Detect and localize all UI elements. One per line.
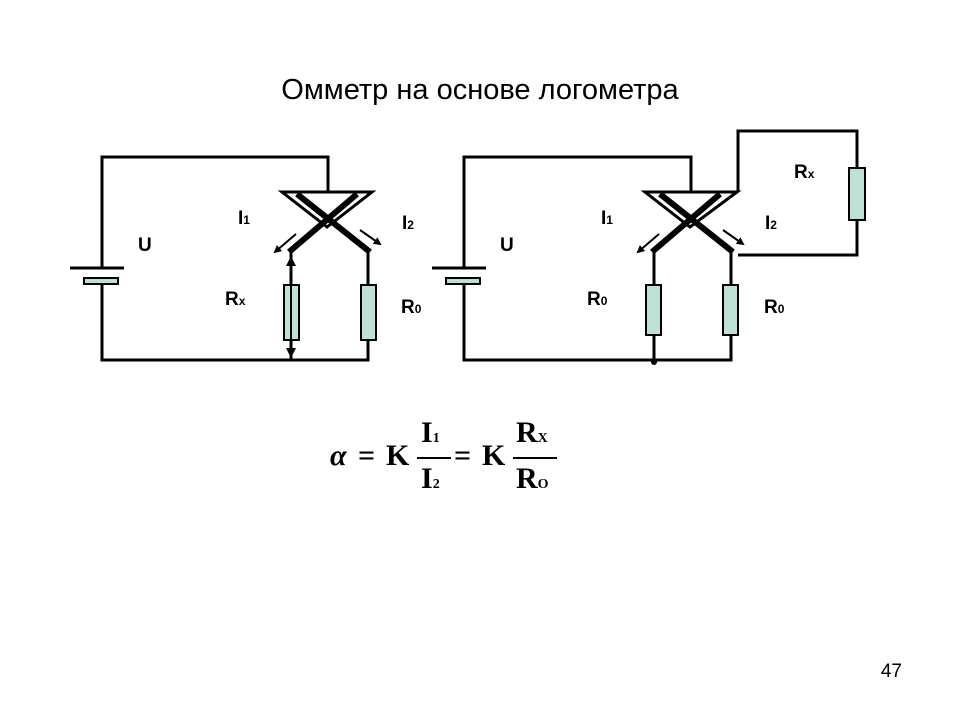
fraction-bar-2	[513, 457, 557, 459]
fraction1-numerator: I1	[421, 416, 440, 449]
right-ratiometer	[640, 190, 742, 258]
formula-k-2: K	[482, 439, 506, 472]
left-ratiometer	[277, 190, 377, 258]
right-label-u: U	[500, 235, 514, 256]
left-label-rx: Rx	[225, 289, 246, 310]
right-current-arrows	[636, 229, 745, 254]
left-wires	[100, 155, 370, 362]
right-label-r0-right: R0	[764, 297, 785, 318]
right-battery	[432, 266, 486, 285]
right-wires	[462, 129, 859, 362]
fraction-bar-1	[417, 457, 451, 459]
right-label-rx: Rx	[794, 162, 815, 183]
formula-equals-2: =	[454, 439, 472, 472]
fraction2-denominator: RO	[516, 462, 549, 495]
right-label-r0-left: R0	[587, 289, 608, 310]
fraction1-denominator: I2	[421, 462, 440, 495]
right-circuit: U I1 I2 Rx R0 R0	[432, 129, 866, 365]
left-battery	[70, 266, 124, 285]
right-label-i1: I1	[601, 208, 613, 229]
left-label-i2: I2	[402, 213, 414, 234]
left-label-i1: I1	[238, 208, 250, 229]
left-label-r0: R0	[401, 297, 422, 318]
formula-equals-1: =	[358, 439, 376, 472]
fraction2-numerator: RX	[516, 416, 548, 449]
formula-alpha: α	[330, 439, 347, 472]
slide-title: Омметр на основе логометра	[281, 74, 679, 106]
left-current-arrows	[273, 229, 382, 254]
page-number: 47	[880, 661, 902, 682]
right-resistor-rx	[848, 167, 866, 221]
left-rx-slider	[286, 256, 296, 358]
right-resistor-r0-left	[645, 284, 662, 336]
right-resistor-r0-right	[722, 284, 739, 336]
left-resistor-r0	[360, 284, 377, 341]
left-circuit: U I1 I2 Rx R0	[70, 155, 422, 362]
right-label-i2: I2	[765, 213, 777, 234]
formula-k-1: K	[386, 439, 410, 472]
left-label-u: U	[138, 235, 152, 256]
